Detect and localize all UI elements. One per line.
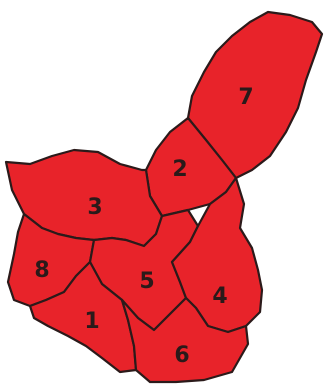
region-2-label: 2 [172,157,187,182]
region-1-label: 1 [84,309,99,334]
region-7-label: 7 [238,85,253,110]
region-3-label: 3 [87,195,102,220]
region-5-label: 5 [139,269,154,294]
region-8-label: 8 [34,258,49,283]
region-4-label: 4 [212,284,227,309]
region-7[interactable] [186,10,324,180]
region-6[interactable] [120,296,250,384]
region-6-label: 6 [174,343,189,368]
